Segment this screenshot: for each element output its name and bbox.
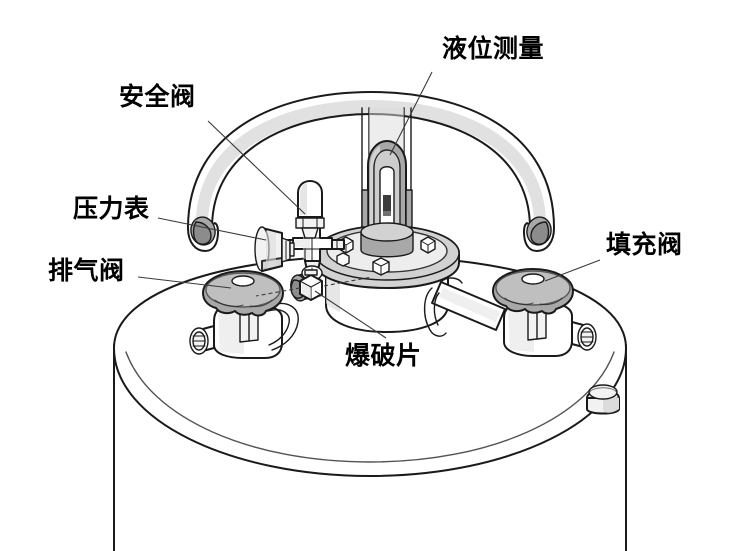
- label-rupture-disc: 爆破片: [345, 341, 422, 370]
- guard-ring-right-end: [523, 216, 555, 252]
- flange-bolt-front-center: [372, 257, 390, 276]
- fill-valve-pipe: [423, 277, 506, 337]
- rupture-disc-nut: [299, 269, 323, 301]
- vent-valve-handwheel: [202, 270, 284, 317]
- vent-valve: [189, 270, 299, 359]
- leader-rupture-disc: [314, 290, 387, 339]
- label-level-gauge: 液位测量: [442, 34, 545, 63]
- guard-ring-left-end: [187, 216, 219, 252]
- leader-fill-valve: [544, 259, 601, 282]
- leader-vent-valve: [137, 276, 232, 289]
- label-vent-valve: 排气阀: [48, 256, 125, 285]
- label-pressure-gauge: 压力表: [73, 194, 150, 223]
- leader-level-gauge: [389, 71, 433, 156]
- safety-valve: [295, 180, 325, 239]
- fill-valve: [492, 268, 597, 357]
- label-safety-valve: 安全阀: [119, 82, 196, 111]
- fill-valve-handwheel: [492, 268, 574, 315]
- pressure-gauge: [254, 226, 295, 272]
- flange-bolt-back-right: [420, 236, 436, 254]
- label-fill-valve: 填充阀: [606, 230, 683, 259]
- flange-bolt-front-left: [336, 252, 350, 267]
- level-gauge: [361, 107, 413, 251]
- leader-pressure-gauge: [157, 217, 267, 241]
- leader-rupture-disc-dashed: [255, 287, 301, 297]
- leader-safety-valve: [207, 120, 306, 215]
- tank-plug: [586, 384, 620, 415]
- guard-ring: [187, 91, 555, 252]
- center-flange-assembly: [290, 222, 460, 333]
- leader-lines: [137, 71, 601, 339]
- leader-rupture-disc-dashed-right: [323, 276, 373, 287]
